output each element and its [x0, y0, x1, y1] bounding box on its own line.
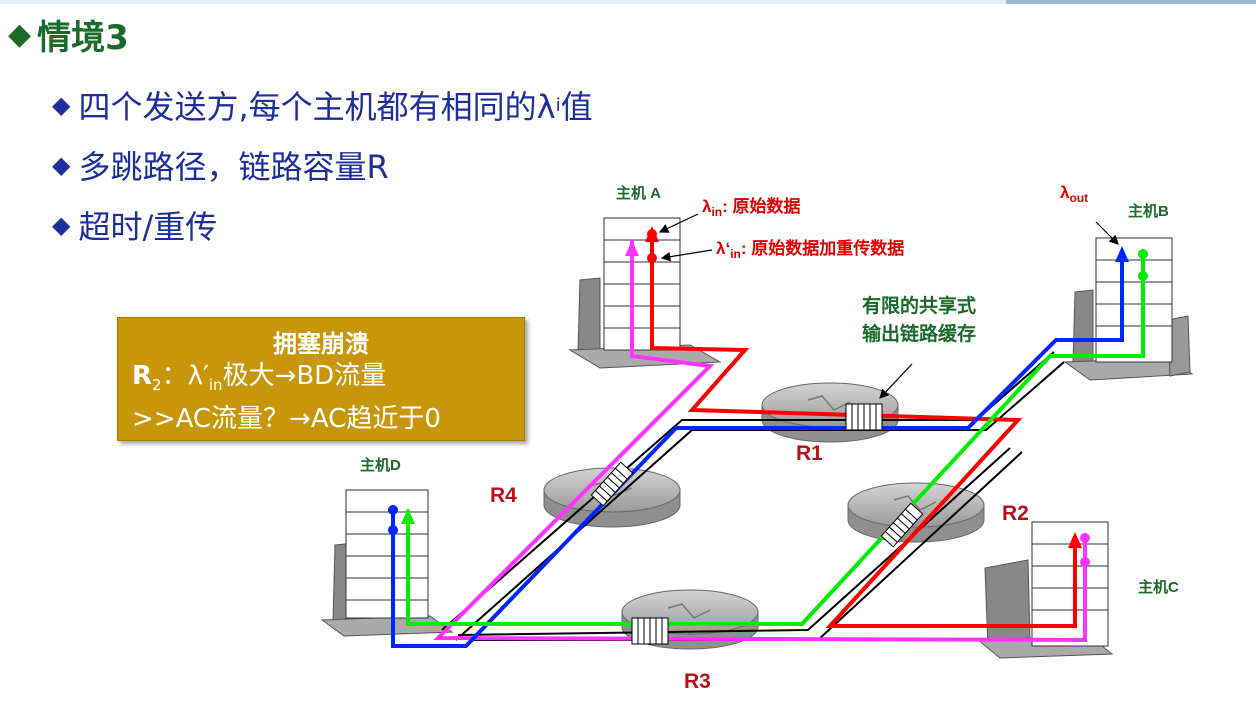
diamond-bullet-icon: ◆ [52, 211, 71, 239]
slide-title-text: 情境3 [37, 18, 129, 58]
router-r3-label: R3 [684, 670, 711, 693]
host-b [1063, 237, 1194, 381]
bullet-1-after: 值 [560, 88, 593, 126]
callout-r-sub: 2 [152, 376, 162, 395]
top-bar [0, 0, 1256, 4]
callout-line-1: R2：λ′in极大→BD流量 [132, 359, 524, 402]
host-d [320, 489, 454, 637]
buffer-r1 [845, 403, 883, 431]
callout-heading: 拥塞崩溃 [273, 330, 369, 358]
flow-blue [391, 252, 1124, 648]
buffer-r3 [631, 617, 669, 645]
callout-line-1-tail: 极大→BD流量 [222, 361, 387, 391]
diamond-bullet-icon: ◆ [52, 91, 71, 119]
flow-markers [388, 226, 1148, 567]
annotation-arrows [658, 213, 1119, 399]
callout-line-2: >>AC流量？→AC趋近于0 [132, 404, 441, 435]
callout-lambda: ：λ′ [161, 361, 209, 391]
bullet-3-text: 超时/重传 [78, 208, 218, 246]
router-r1-label: R1 [796, 442, 823, 465]
bullet-3: ◆ 超时/重传 [52, 202, 217, 248]
top-bar-accent [1006, 0, 1256, 4]
flow-green [406, 252, 1145, 626]
lambda-in-prime-label: λ‘in: 原始数据加重传数据 [716, 238, 904, 261]
router-r4-label: R4 [490, 484, 517, 507]
buffer-r2 [880, 502, 924, 548]
diamond-bullet-icon: ◆ [8, 17, 32, 52]
congestion-collapse-callout: 拥塞崩溃 R2：λ′in极大→BD流量 >>AC流量？→AC趋近于0 [117, 317, 525, 441]
host-c-label: 主机C [1138, 578, 1179, 596]
flow-magenta [433, 240, 1087, 643]
host-d-label: 主机D [360, 456, 401, 474]
bullet-1-sub: i [555, 94, 561, 116]
slide-title: ◆ 情境3 [8, 10, 129, 59]
router-r2-label: R2 [1002, 502, 1029, 525]
host-b-label: 主机B [1128, 202, 1169, 220]
buffer-note-line-2: 输出链路缓存 [862, 322, 976, 345]
bullet-2-text: 多跳路径，链路容量R [78, 148, 389, 186]
host-a-label: 主机 A [616, 184, 661, 202]
buffer-note-line-1: 有限的共享式 [862, 294, 976, 317]
lambda-out-label: λout [1060, 183, 1088, 205]
diamond-bullet-icon: ◆ [52, 151, 71, 179]
bullet-2: ◆ 多跳路径，链路容量R [52, 142, 389, 188]
callout-lambda-sub: in [208, 376, 223, 395]
host-a [568, 217, 722, 369]
callout-r: R [132, 361, 153, 391]
lambda-in-label: λin: 原始数据 [702, 196, 801, 219]
host-c [976, 521, 1114, 659]
bullet-1-text: 四个发送方,每个主机都有相同的λ [78, 88, 556, 126]
buffer-r4 [590, 461, 634, 507]
